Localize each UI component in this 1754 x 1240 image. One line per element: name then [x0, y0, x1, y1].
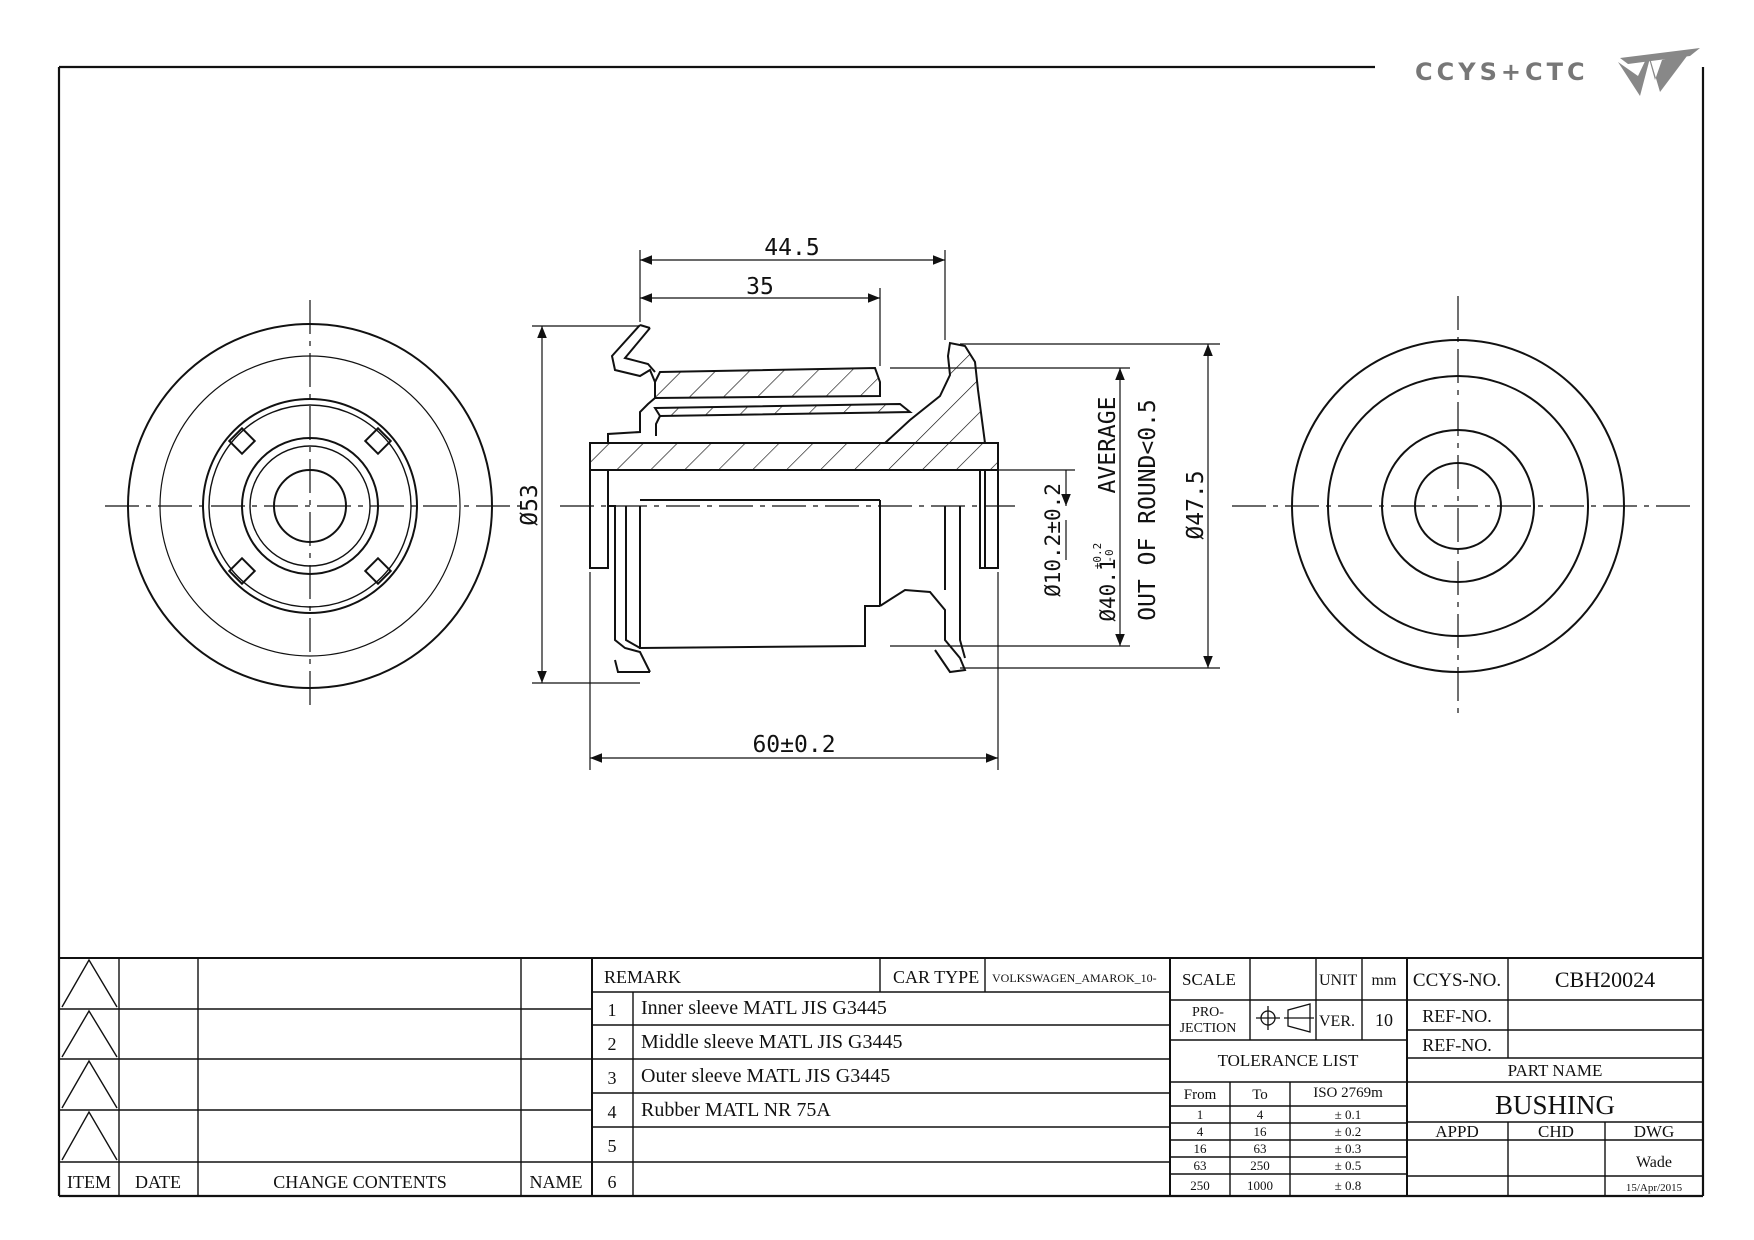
header-date: DATE — [135, 1172, 181, 1192]
tol-value-4: ± 0.5 — [1335, 1158, 1362, 1173]
rubber-flange-section — [882, 341, 987, 444]
remark-text-3: Outer sleeve MATL JIS G3445 — [641, 1065, 890, 1087]
title-block: CCYS-NO. CBH20024 REF-NO. REF-NO. PART N… — [1413, 967, 1683, 1194]
dim-bore: Ø10.2±0.2 — [1041, 483, 1065, 597]
right-end-view — [1232, 296, 1690, 716]
ver-label: VER. — [1319, 1013, 1355, 1030]
section-outline — [589, 324, 999, 674]
ver-value: 10 — [1375, 1010, 1393, 1030]
tol-to-3: 63 — [1254, 1141, 1267, 1156]
remark-no-3: 3 — [608, 1068, 617, 1088]
rubber-band-section — [654, 366, 881, 400]
tolerance-title: TOLERANCE LIST — [1218, 1051, 1359, 1070]
remark-no-6: 6 — [608, 1172, 617, 1192]
remark-text-1: Inner sleeve MATL JIS G3445 — [641, 997, 887, 1019]
tol-header-to: To — [1252, 1087, 1268, 1103]
tol-from-2: 4 — [1197, 1124, 1204, 1139]
tol-to-4: 250 — [1250, 1158, 1270, 1173]
dim-average-label: AVERAGE — [1095, 397, 1121, 494]
left-end-view — [105, 300, 520, 710]
header-item: ITEM — [67, 1172, 111, 1192]
ref-no-label-1: REF-NO. — [1422, 1006, 1492, 1026]
ccys-value: CBH20024 — [1555, 967, 1655, 992]
border-frame — [57, 65, 1705, 1198]
appd-label: APPD — [1435, 1122, 1478, 1141]
dimension-lines — [532, 250, 1220, 770]
tol-header-iso: ISO 2769m — [1313, 1085, 1383, 1101]
dwg-date: 15/Apr/2015 — [1626, 1182, 1683, 1194]
projection-label-2: JECTION — [1180, 1021, 1237, 1036]
outer-sleeve-section — [653, 402, 913, 418]
unit-value: mm — [1372, 972, 1397, 989]
inner-sleeve-section — [589, 442, 999, 471]
logo-text: CCYS+CTC — [1415, 58, 1589, 86]
company-logo: CCYS+CTC — [1415, 48, 1700, 96]
revision-headers: ITEM DATE CHANGE CONTENTS NAME — [67, 1172, 583, 1192]
dim-dia-53: Ø53 — [517, 484, 543, 526]
unit-label: UNIT — [1319, 972, 1357, 989]
ccys-label: CCYS-NO. — [1413, 970, 1501, 991]
dim-out-of-round: OUT OF ROUND<0.5 — [1135, 399, 1161, 621]
logo-mark-icon — [1618, 48, 1700, 96]
right-centerlines — [1232, 296, 1690, 716]
tol-value-5: ± 0.8 — [1335, 1178, 1362, 1193]
remark-text-4: Rubber MATL NR 75A — [641, 1099, 831, 1121]
header-name: NAME — [530, 1172, 583, 1192]
header-change-contents: CHANGE CONTENTS — [273, 1172, 447, 1192]
dim-dia-47-5: Ø47.5 — [1183, 470, 1209, 539]
remark-no-1: 1 — [608, 1000, 617, 1020]
left-centerlines — [105, 300, 520, 710]
projection-label-1: PRO- — [1192, 1005, 1224, 1020]
tol-from-5: 250 — [1190, 1178, 1210, 1193]
tol-from-4: 63 — [1194, 1158, 1207, 1173]
chd-label: CHD — [1538, 1122, 1574, 1141]
tol-from-1: 1 — [1197, 1107, 1204, 1122]
remark-text-2: Middle sleeve MATL JIS G3445 — [641, 1031, 902, 1053]
tol-value-2: ± 0.2 — [1335, 1124, 1362, 1139]
remark-header: REMARK — [604, 967, 681, 987]
car-type-value: VOLKSWAGEN_AMAROK_10- — [992, 971, 1157, 985]
remark-no-2: 2 — [608, 1034, 617, 1054]
dim-avg-tol-plus: +0.2 — [1091, 543, 1104, 570]
dwg-name: Wade — [1636, 1154, 1672, 1171]
dim-length-60: 60±0.2 — [752, 732, 835, 758]
ref-no-label-2: REF-NO. — [1422, 1035, 1492, 1055]
scale-label: SCALE — [1182, 970, 1236, 989]
key-notch-icon — [227, 426, 393, 586]
tol-to-2: 16 — [1254, 1124, 1268, 1139]
tol-to-1: 4 — [1257, 1107, 1264, 1122]
tol-header-from: From — [1184, 1087, 1217, 1103]
car-type-label: CAR TYPE — [893, 967, 979, 987]
dim-35: 35 — [746, 274, 774, 300]
scale-block: SCALE UNIT mm PRO- JECTION VER. 10 TOLER… — [1180, 970, 1397, 1193]
tol-to-5: 1000 — [1247, 1178, 1273, 1193]
part-name: BUSHING — [1495, 1090, 1615, 1120]
tol-from-3: 16 — [1194, 1141, 1208, 1156]
dim-44-5: 44.5 — [764, 235, 819, 261]
dim-avg-tol-zero: -0 — [1103, 549, 1116, 562]
part-name-label: PART NAME — [1508, 1061, 1603, 1080]
dim-avg-dia: Ø40.1 — [1096, 558, 1120, 621]
dwg-label: DWG — [1634, 1122, 1675, 1141]
dimension-labels: 44.5 35 Ø53 Ø10.2±0.2 Ø40.1 +0.2 -0 AVER… — [517, 235, 1209, 758]
remarks-block: REMARK CAR TYPE VOLKSWAGEN_AMAROK_10- 1 … — [604, 967, 1157, 1192]
projection-symbol-icon — [1256, 1003, 1314, 1033]
remark-no-4: 4 — [608, 1102, 617, 1122]
section-view — [560, 324, 1015, 674]
tol-value-1: ± 0.1 — [1335, 1107, 1362, 1122]
tol-value-3: ± 0.3 — [1335, 1141, 1362, 1156]
remark-no-5: 5 — [608, 1136, 617, 1156]
title-block-grid — [59, 957, 1703, 1196]
